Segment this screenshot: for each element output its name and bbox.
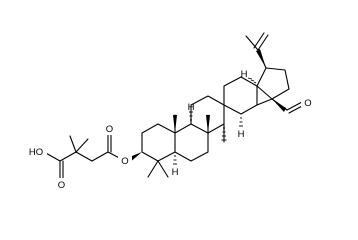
aldehyde-c-o-1: [286, 101, 303, 111]
ester-chain: [43, 132, 126, 180]
c8-wedge: [206, 115, 210, 133]
quaternary-c: [75, 151, 93, 162]
isopropenyl-methyl: [245, 35, 259, 51]
isopropenyl-double-1: [257, 34, 269, 51]
acid-carbonyl-o-label: O: [58, 180, 65, 191]
c10-wedge: [173, 115, 177, 133]
gem-methyl-1: [69, 135, 77, 153]
c14-hash: [221, 127, 227, 141]
isopropenyl-double-2: [253, 32, 265, 49]
ring-e: [256, 67, 290, 100]
c5-hash: [173, 155, 177, 165]
acid-oh-label: HO: [29, 147, 43, 158]
gem-methyl-2: [75, 138, 89, 153]
h-c5-label: H: [172, 167, 179, 178]
aldehyde-group: [271, 98, 305, 114]
ring-b: [174, 123, 209, 162]
ring-a: [141, 123, 176, 162]
aldehyde-o-label: O: [304, 98, 311, 109]
atom-labels: O O O HO O H H H H: [25, 69, 315, 191]
acid-c: [59, 151, 77, 162]
c19-wedge: [256, 49, 266, 68]
h-c13-label: H: [238, 129, 245, 140]
ester-o-label: O: [121, 156, 128, 167]
c13-hash: [239, 117, 243, 127]
ester-ch2: [91, 151, 109, 162]
ester-carbonyl-o-label: O: [106, 124, 113, 135]
c17-wedge: [272, 99, 286, 112]
stereo-bonds: [127, 49, 286, 165]
c4-methyl-2: [157, 160, 169, 178]
c4-methyl-1: [147, 160, 159, 178]
h-c9-label: H: [188, 102, 195, 113]
ring-c: [190, 95, 225, 134]
h-c18-label: H: [241, 69, 248, 80]
c9-hash: [189, 111, 193, 121]
ring-d: [223, 76, 258, 115]
ring-bonds: [141, 67, 290, 162]
c18-hash: [247, 77, 257, 84]
ring-e-fusion: [256, 98, 273, 106]
chemical-structure: O O O HO O H H H H: [25, 32, 315, 191]
